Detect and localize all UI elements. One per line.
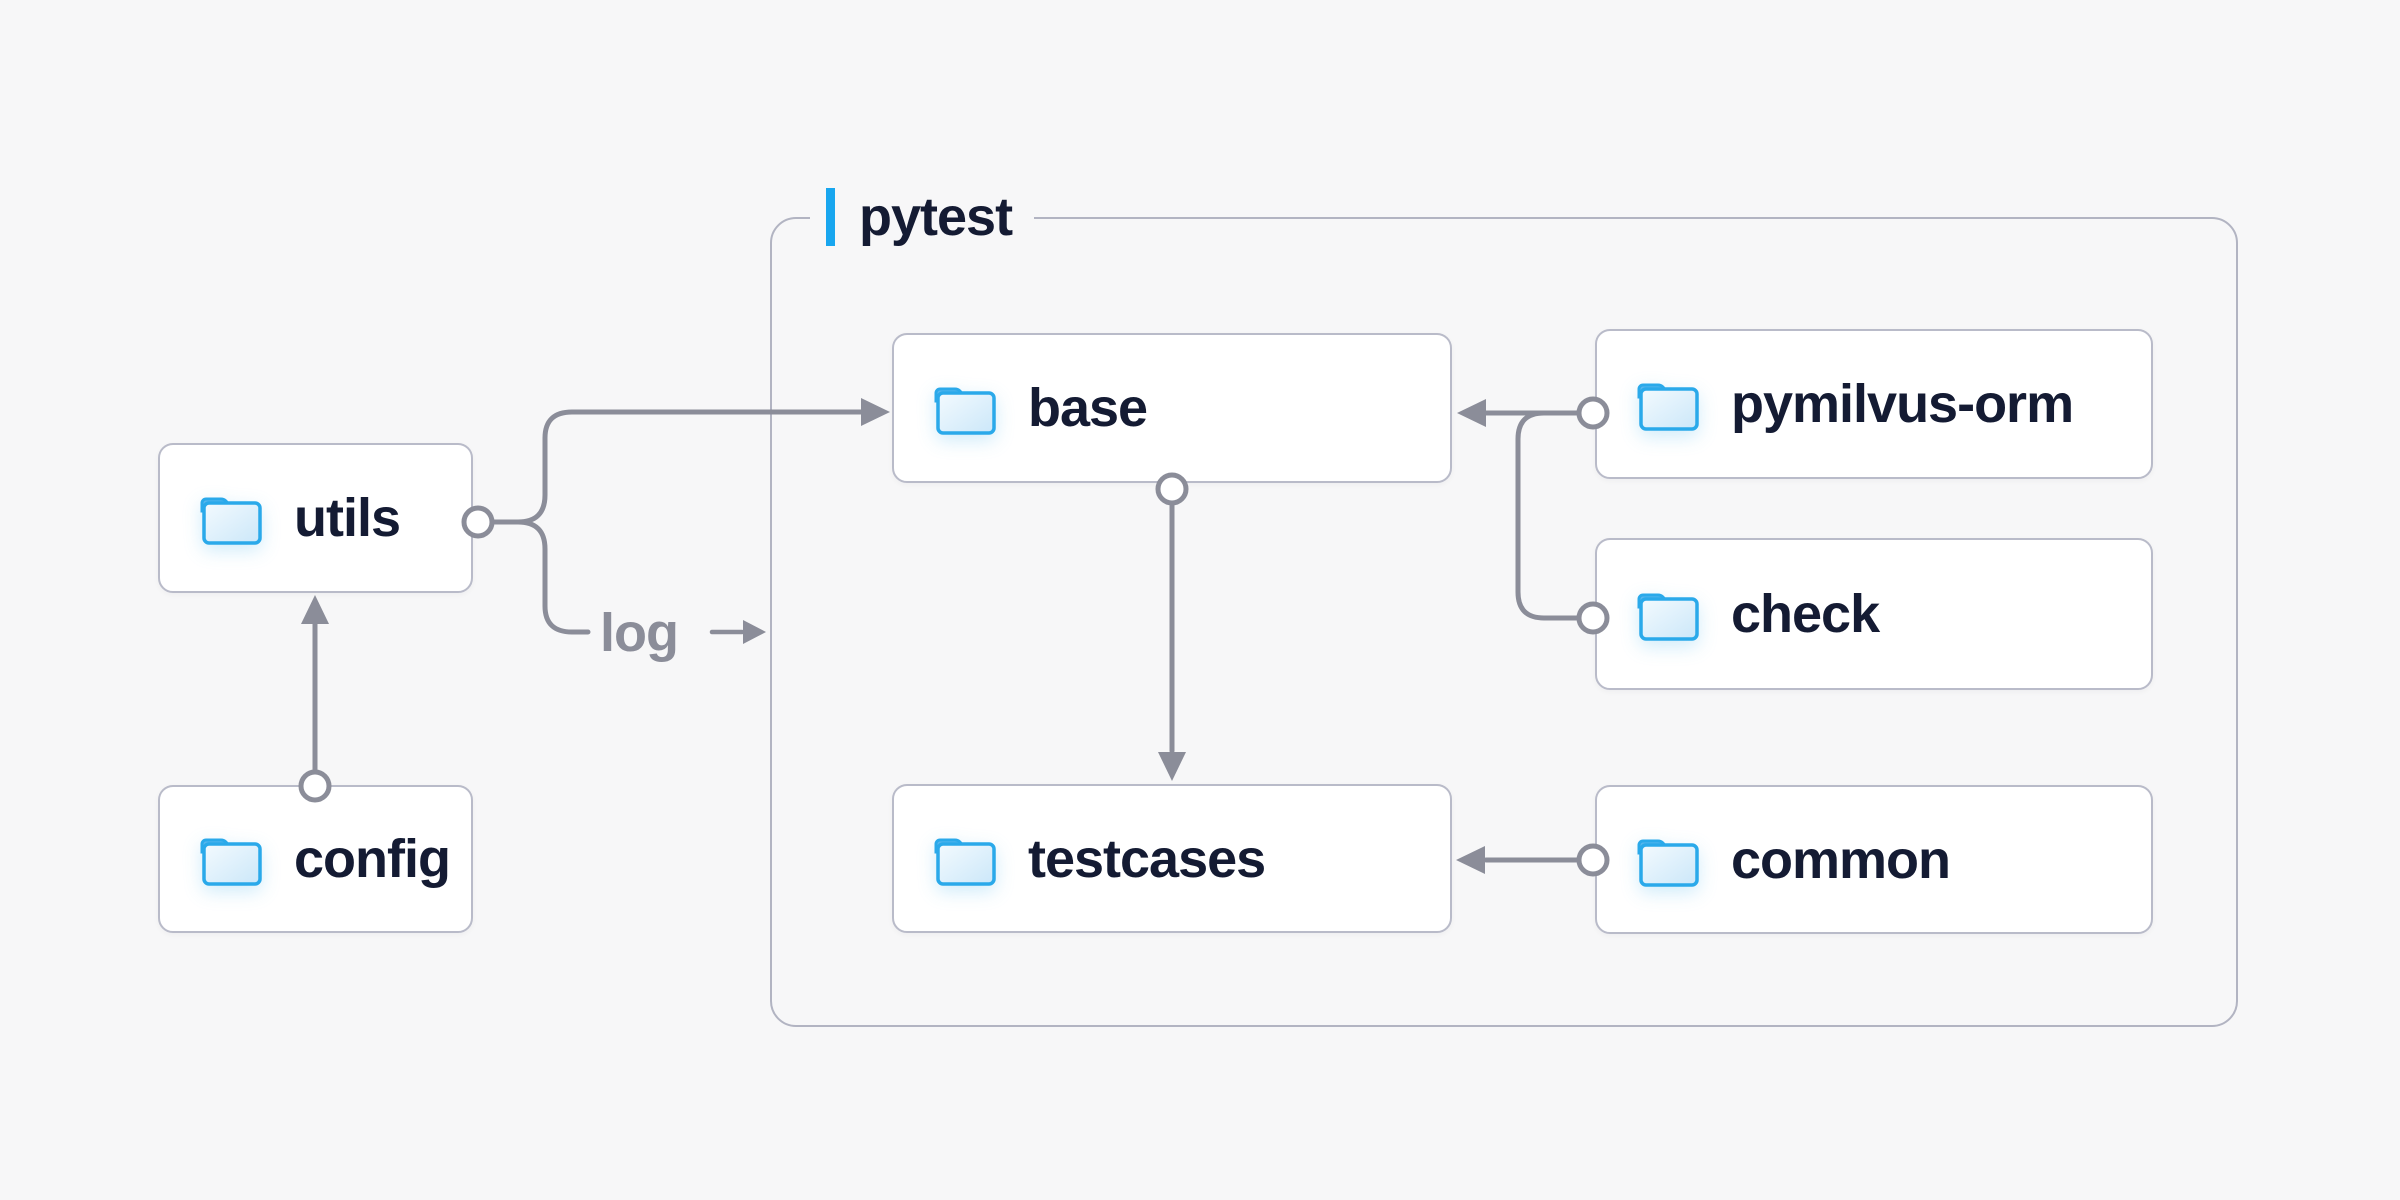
pytest-group-label: pytest: [810, 186, 1035, 248]
folder-icon: [200, 489, 264, 547]
folder-icon: [1637, 831, 1701, 889]
accent-bar: [826, 188, 835, 246]
node-utils: utils: [158, 443, 473, 593]
folder-icon: [200, 830, 264, 888]
node-testcases: testcases: [892, 784, 1452, 933]
node-base: base: [892, 333, 1452, 483]
node-label: check: [1731, 584, 1880, 644]
node-label: testcases: [1028, 828, 1266, 889]
node-label: base: [1028, 378, 1148, 438]
node-common: common: [1595, 785, 2153, 934]
edge-label-log: log: [600, 603, 679, 663]
arrowhead: [301, 595, 329, 624]
node-check: check: [1595, 538, 2153, 690]
node-label: pymilvus-orm: [1731, 374, 2074, 434]
node-label: common: [1731, 829, 1951, 890]
folder-icon: [1637, 375, 1701, 433]
log-arrow-icon: [743, 620, 766, 644]
folder-icon: [1637, 585, 1701, 643]
node-pymilvus-orm: pymilvus-orm: [1595, 329, 2153, 479]
pytest-group-box: [770, 217, 2238, 1027]
folder-icon: [934, 830, 998, 888]
group-label-text: pytest: [859, 187, 1013, 247]
edge-utils-log: [515, 519, 591, 635]
folder-icon: [934, 379, 998, 437]
node-label: config: [294, 829, 451, 889]
node-label: utils: [294, 488, 401, 548]
node-config: config: [158, 785, 473, 933]
